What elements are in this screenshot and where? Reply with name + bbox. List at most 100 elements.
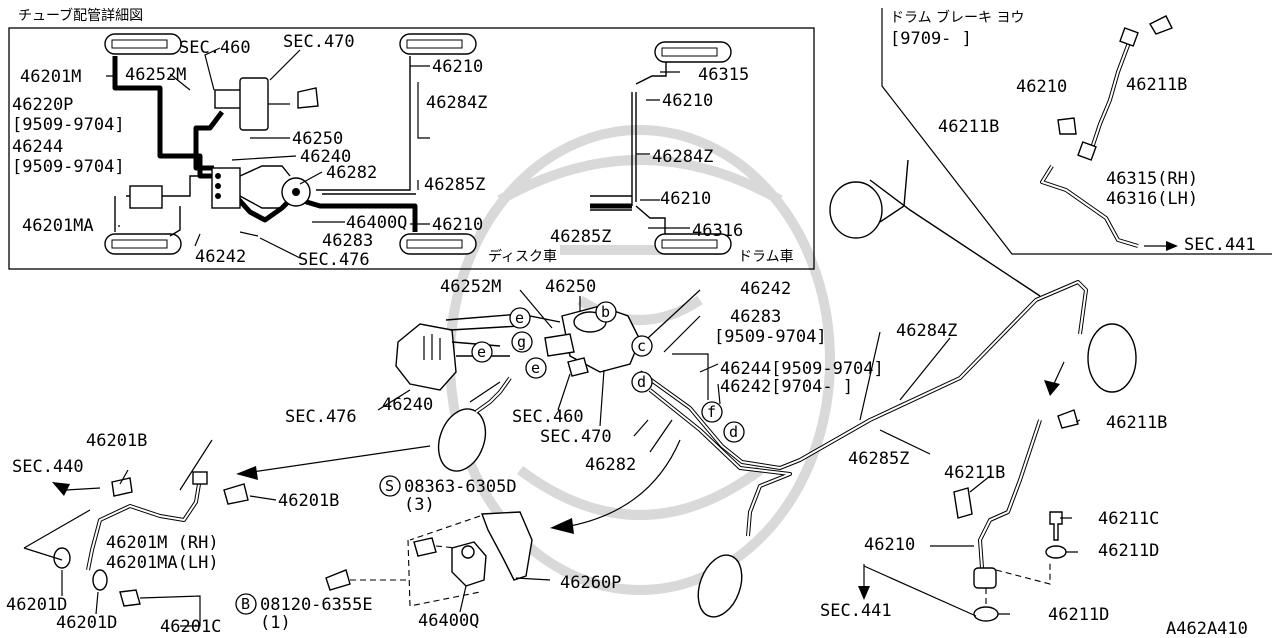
bolt-46211C: [1049, 511, 1063, 541]
bracket-46260P: [481, 511, 533, 581]
slot-drum-top: [654, 41, 732, 63]
label-main-sec476: SEC.476: [285, 407, 357, 427]
label-d46210-a: 46210: [662, 91, 713, 111]
drum-fitting-top: [1119, 27, 1139, 47]
label-main-46282: 46282: [585, 455, 636, 475]
drum-date: [9709- ]: [890, 29, 972, 49]
label-d46316: 46316: [692, 221, 743, 241]
callout-d1-circle: [631, 371, 653, 393]
block-46210: [973, 567, 997, 589]
washer-46211D-a: [1045, 545, 1067, 559]
callout-c: c: [637, 337, 646, 355]
slot-rl: [104, 233, 182, 255]
label-46244-date: [9509-9704]: [12, 157, 125, 177]
label-main-46211D-a: 46211D: [1098, 541, 1159, 561]
label-main-46211D-b: 46211D: [1048, 605, 1109, 625]
label-main-46250: 46250: [545, 277, 596, 297]
disc-rear-right: [1087, 323, 1137, 393]
clip-46201B-a: [111, 477, 133, 497]
drum-label-46315: 46315(RH): [1106, 169, 1198, 189]
label-main-sec470: SEC.470: [540, 427, 612, 447]
arrow-sec440: [52, 482, 70, 496]
label-46252M: 46252M: [125, 65, 186, 85]
label-main-s-qty: (3): [404, 495, 435, 515]
callout-bolt-b-circle: [235, 593, 257, 615]
label-main-46211B-r: 46211B: [1106, 413, 1167, 433]
clip-46211B-r: [1057, 409, 1079, 429]
label-main-46242-top: 46242: [740, 279, 791, 299]
valve-46220P: [129, 185, 163, 209]
label-drum-car: ドラム車: [738, 248, 794, 265]
label-main-46284Z: 46284Z: [896, 321, 957, 341]
bolt-s: [413, 537, 437, 557]
callout-e1-circle: [509, 307, 531, 329]
drum-label-46210: 46210: [1016, 77, 1067, 97]
label-46242: 46242: [195, 247, 246, 267]
label-disc-car: ディスク車: [488, 248, 557, 265]
hose-fitting-l-top: [192, 471, 208, 485]
label-main-46201MA: 46201MA(LH): [106, 553, 219, 573]
label-main-46260P: 46260P: [560, 573, 621, 593]
label-46210-top: 46210: [432, 57, 483, 77]
inset-drum-brake: ドラム ブレーキ ヨウ [9709- ] 46210 46211B 46211B…: [881, 8, 1272, 255]
disc-front-left: [437, 408, 487, 472]
callout-e3: e: [531, 359, 540, 377]
drum-title: ドラム ブレーキ ヨウ: [890, 9, 1024, 26]
label-main-46201C: 46201C: [160, 617, 221, 637]
label-sec470: SEC.470: [283, 32, 355, 52]
label-main-46201D-a: 46201D: [6, 595, 67, 615]
callout-e3-circle: [525, 357, 547, 379]
callout-b-circle: [595, 301, 617, 323]
label-main-46283-date: [9509-9704]: [714, 327, 827, 347]
callout-f: f: [707, 403, 716, 421]
label-main-46283: 46283: [730, 307, 781, 327]
label-main-46240: 46240: [382, 395, 433, 415]
label-d46285Z: 46285Z: [550, 227, 611, 247]
label-46284Z: 46284Z: [426, 93, 487, 113]
label-main-sec441: SEC.441: [820, 601, 892, 621]
label-main-46252M: 46252M: [440, 277, 501, 297]
arrow-to-right-hose: [1044, 380, 1060, 396]
figure-code: A462A410: [1166, 619, 1248, 638]
callout-c-circle: [631, 335, 653, 357]
drum-fitting-bot: [1077, 141, 1097, 161]
label-46201M: 46201M: [20, 67, 81, 87]
disc-rear-left: [697, 554, 743, 618]
callout-d2-circle: [723, 421, 745, 443]
arrow-sec441: [858, 586, 870, 600]
label-46250: 46250: [292, 129, 343, 149]
slot-drum-bot: [654, 233, 732, 255]
main-diagram: e g e e b c d f d S B 46252M 46250 46242…: [6, 159, 1248, 638]
drum-label-46316: 46316(LH): [1106, 189, 1198, 209]
inset-frame: [8, 27, 815, 270]
label-main-46201B-b: 46201B: [278, 491, 339, 511]
master-cylinder-main: [544, 333, 575, 357]
callout-s: S: [385, 477, 394, 495]
callout-d1: d: [637, 373, 646, 391]
drum-label-46211B-b: 46211B: [938, 117, 999, 137]
label-46201MA: 46201MA: [22, 216, 94, 236]
label-sec476: SEC.476: [298, 250, 370, 270]
label-main-46285Z: 46285Z: [848, 449, 909, 469]
callout-e2-circle: [471, 341, 493, 363]
label-46400Q: 46400Q: [346, 213, 407, 233]
label-46285Z: 46285Z: [424, 175, 485, 195]
callout-s-circle: [379, 475, 401, 497]
label-46244: 46244: [12, 137, 63, 157]
callout-e1: e: [515, 309, 524, 327]
label-46240: 46240: [300, 147, 351, 167]
bolt-46201C: [119, 589, 141, 607]
drum-label-sec441: SEC.441: [1184, 235, 1256, 255]
drum-clip-a: [1149, 15, 1173, 35]
label-d46210-b: 46210: [660, 189, 711, 209]
label-46210-bot: 46210: [432, 215, 483, 235]
label-sec460: SEC.460: [179, 38, 251, 58]
label-main-b-bolt: 08120-6355E: [260, 595, 373, 615]
callout-g-circle: [511, 331, 533, 353]
arrow-to-bracket: [550, 518, 574, 534]
label-main-46242-2: 46242[9704- ]: [720, 377, 853, 397]
callout-g: g: [517, 333, 526, 351]
clip-46211B-r2: [953, 487, 973, 519]
label-main-46400Q: 46400Q: [418, 611, 479, 631]
